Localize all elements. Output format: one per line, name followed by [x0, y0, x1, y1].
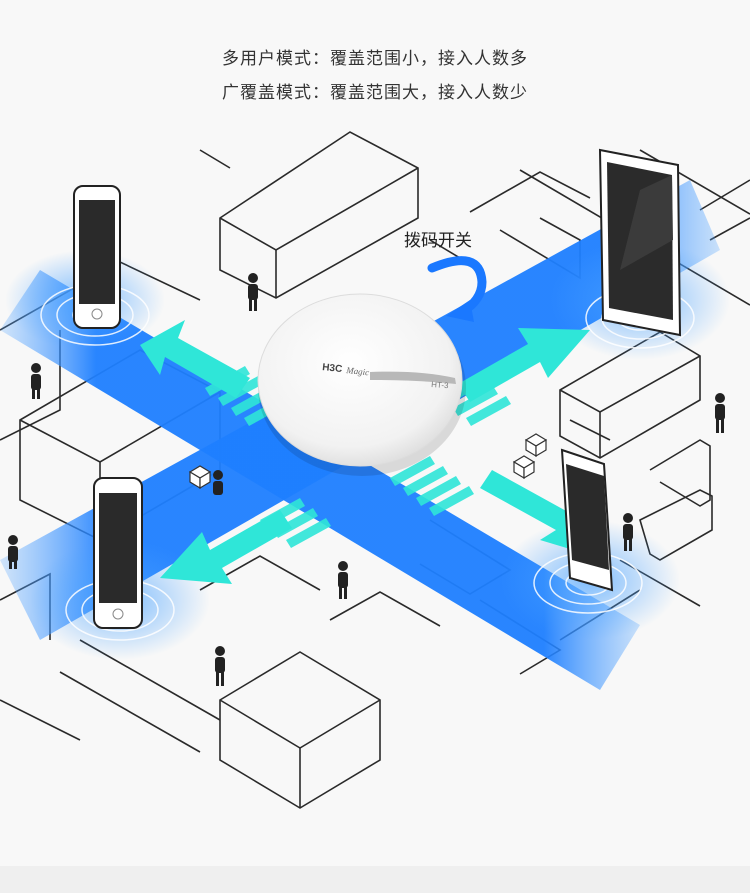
- person-icon: [715, 393, 725, 433]
- arrow-down-left: [160, 510, 292, 584]
- caption-multi-user-mode: 多用户模式：覆盖范围小，接入人数多: [222, 49, 528, 69]
- direction-arrows: [140, 320, 590, 584]
- box-icon: [524, 433, 548, 458]
- person-icon: [215, 646, 225, 686]
- curved-arrow-icon: [427, 256, 487, 322]
- person-icon: [248, 273, 258, 311]
- person-icon: [31, 363, 41, 399]
- arrow-up-left: [140, 320, 250, 398]
- person-icon: [338, 561, 348, 599]
- box-icon: [512, 455, 536, 480]
- device-model: HT-3: [431, 380, 449, 390]
- person-icon: [623, 513, 633, 551]
- device-brand: H3C: [322, 362, 343, 375]
- person-icon: [8, 535, 18, 569]
- arrow-down-right: [480, 470, 590, 555]
- access-point-device: H3C Magic HT-3: [257, 293, 466, 476]
- person-icon: [213, 470, 223, 495]
- phone-icon: [73, 185, 121, 329]
- boxes: [188, 433, 548, 490]
- tablet-icon: [598, 148, 682, 337]
- arrow-up-right: [458, 328, 590, 402]
- device-brand-sub: Magic: [345, 365, 370, 377]
- phone-icon: [560, 448, 614, 592]
- phone-icon: [93, 477, 143, 629]
- box-icon: [188, 465, 212, 490]
- dip-switch-label: 拨码开关: [404, 231, 472, 251]
- people: [8, 273, 725, 686]
- footer-band: [0, 866, 750, 893]
- caption-wide-coverage-mode: 广覆盖模式：覆盖范围大，接入人数少: [222, 83, 528, 103]
